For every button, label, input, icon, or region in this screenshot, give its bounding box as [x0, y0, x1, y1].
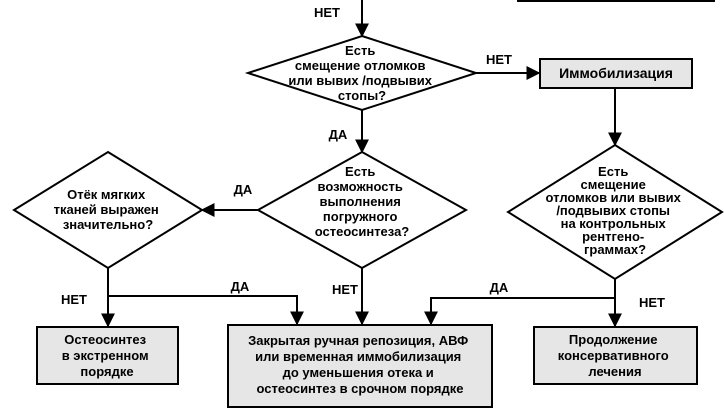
label-d3-no: НЕТ: [61, 292, 87, 307]
label-d4-yes: ДА: [490, 280, 509, 295]
text-continue-conservative: Продолжение консервативного лечения: [558, 332, 673, 379]
text-swelling-check: Отёк мягких тканей выражен значительно?: [54, 187, 163, 232]
label-d3-yes: ДА: [231, 279, 250, 294]
box-emergency-osteosynthesis: [36, 326, 179, 385]
box-closed-reduction: [227, 324, 493, 408]
diamond-control-xray-check: [506, 143, 724, 281]
arrow-d3-to-closed: [108, 295, 304, 326]
text-displacement-check: Есть смещение отломков или вывих /подвыв…: [288, 43, 435, 103]
text-emergency-osteosynthesis: Остеосинтез в экстренном порядке: [62, 332, 153, 379]
diamond-swelling-check: [12, 150, 204, 270]
label-d1-no: НЕТ: [486, 52, 512, 67]
diamond-displacement-check: [244, 34, 480, 112]
text-closed-reduction: Закрытая ручная репозиция, АВФ или време…: [248, 333, 472, 396]
connectors: [101, 0, 622, 328]
label-d2-no: НЕТ: [332, 282, 358, 297]
label-d4-no: НЕТ: [639, 295, 665, 310]
diamond-osteosynthesis-possible: [255, 150, 469, 270]
box-continue-conservative: [533, 326, 698, 385]
box-immobilization: [539, 58, 693, 89]
text-immobilization: Иммобилизация: [559, 65, 673, 81]
label-d2-yes: ДА: [234, 182, 253, 197]
partial-top-box: [517, 0, 715, 2]
label-d1-yes: ДА: [329, 127, 348, 142]
text-osteosynthesis-possible: Есть возможность выполнения погружного о…: [315, 164, 410, 239]
arrow-d4-to-closed: [424, 297, 615, 326]
label-top-no: НЕТ: [314, 5, 340, 20]
text-control-xray-check: Есть смещение отломков или вывих /подвыв…: [546, 164, 685, 257]
